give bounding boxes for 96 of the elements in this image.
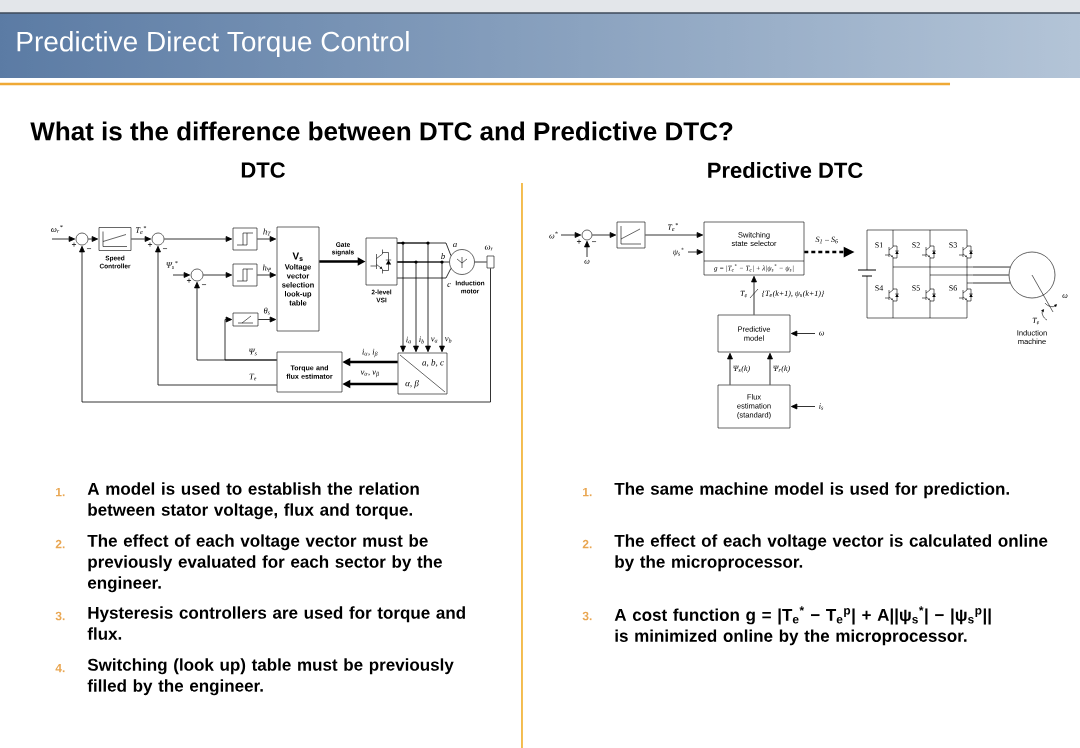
arrow [790,330,816,337]
signal-label: i$_{a}$ [406,336,411,344]
sign-label: + [576,239,582,244]
arrow [767,352,773,386]
arrow [202,272,233,278]
hysteresis-block [232,227,258,251]
arrow [172,272,191,278]
arrow [163,236,233,242]
list-item: The effect of each voltage vector must be previously evaluated for each sector by the engineer. [87,534,442,593]
switch-label: S5 [912,285,920,291]
summing-junction [581,229,593,241]
sign-label: − [201,284,207,286]
hysteresis-block [232,263,258,287]
arrow [256,272,277,278]
signal-label: T$_{e}$ [1032,317,1040,325]
list-item: The same machine model is used for prediction. [614,482,1009,499]
list-item: The effect of each voltage vector is calculated online by the microprocessor. [614,534,1048,572]
signal-label: ω$^{*}$ [549,231,558,239]
signal-label: Ψ$_{s}$(k) [733,365,750,373]
connector-line [971,282,1011,284]
list-item: A cost function g = |T$_{e}$$^{*}$ − T$_{e}$$^{p}$| + A||ψ$_{s}$$^{*}$| − |ψ$_{s}$$^{p}$|| is minimized online by the microprocessor. [614,606,991,646]
arrow [560,232,582,238]
arrow [396,261,445,353]
arrow [727,352,733,386]
sign-label: − [591,241,597,243]
connector-line [396,268,452,279]
sector-block [232,312,259,327]
summing-junction [75,232,89,246]
switch-label: S1 [875,242,883,248]
signal-label: Ψ$_{s}$ [249,348,257,356]
signal-label: h$_{T}$ [263,228,271,236]
list-item: Hysteresis controllers are used for torque and flux. [87,606,465,640]
arrow [644,232,704,238]
signal-label: ω$_{r}$ [484,245,493,251]
connector-line [971,266,1011,268]
sign-label: + [147,242,153,247]
signal-label: i$_{s}$ [819,403,824,410]
signal-label: {T$_{e}$(k+1), ψ$_{s}$(k+1)} [761,290,825,298]
switch-label: S2 [912,242,920,248]
sign-label: + [71,242,77,247]
switch-label: S6 [949,285,957,291]
arrow [256,236,277,242]
signal-label: c [447,282,451,288]
switch-label: S4 [875,285,884,291]
arrow [130,236,152,242]
signal-label: i$_{b}$ [419,336,424,344]
sign-label: − [86,248,92,250]
question-heading: What is the difference between DTC and Predictive DTC? [30,121,733,141]
slide-title: Predictive Direct Torque Control [17,30,409,58]
signal-label: Ψ$_{r}$(k) [773,365,790,373]
arrow [224,316,278,361]
signal-label: a [453,242,457,248]
list-item: A model is used to establish the relation between stator voltage, flux and torque. [87,482,419,520]
arrow [687,249,704,255]
summing-junction [190,268,204,282]
signal-label: h$_{Ψ}$ [262,264,272,272]
arrow [257,316,277,323]
connector-line [474,261,488,263]
arrow [51,236,76,242]
list-number: 1. [583,487,592,497]
signal-label: i$_{α}$, i$_{β}$ [362,348,378,358]
inverter-drawing [857,229,974,319]
list-number: 2. [582,539,592,549]
column-heading: DTC [241,162,285,178]
summing-junction [151,232,165,246]
arrow [591,232,617,238]
arrow [396,242,431,353]
encoder-box [486,255,495,269]
column-heading: Predictive DTC [708,161,863,179]
signal-label: ω [584,259,590,264]
list-number: 4. [55,663,65,673]
signal-label: S$_{1}$ – S$_{6}$ [815,236,838,244]
connector-line [971,274,1010,276]
arrow [751,275,757,316]
list-item: Switching (look up) table must be previously filled by the engineer. [87,658,454,696]
signal-label: T$_{e}$ [249,373,257,381]
signal-label: b [441,253,445,259]
signal-label: T$_{e}$ [740,290,748,298]
list-number: 3. [582,611,592,621]
signal-label: v$_{a}$ [430,337,438,343]
signal-label: θ$_{s}$ [263,307,270,315]
switch-label: S3 [949,242,957,248]
arrow [87,236,99,242]
transform-block: a, b, c α, β [397,352,448,395]
sign-label: + [186,278,192,283]
list-number: 1. [56,487,65,497]
signal-label: ω [819,331,825,336]
arrow [79,245,491,403]
arrow [584,240,590,258]
list-number: 3. [55,611,65,621]
arrow [155,245,278,386]
signal-label: v$_{b}$ [444,337,452,343]
sign-label: − [162,248,168,250]
arrow [790,403,816,410]
signal-label: v$_{α}$, v$_{β}$ [360,370,379,378]
list-number: 2. [55,539,65,549]
